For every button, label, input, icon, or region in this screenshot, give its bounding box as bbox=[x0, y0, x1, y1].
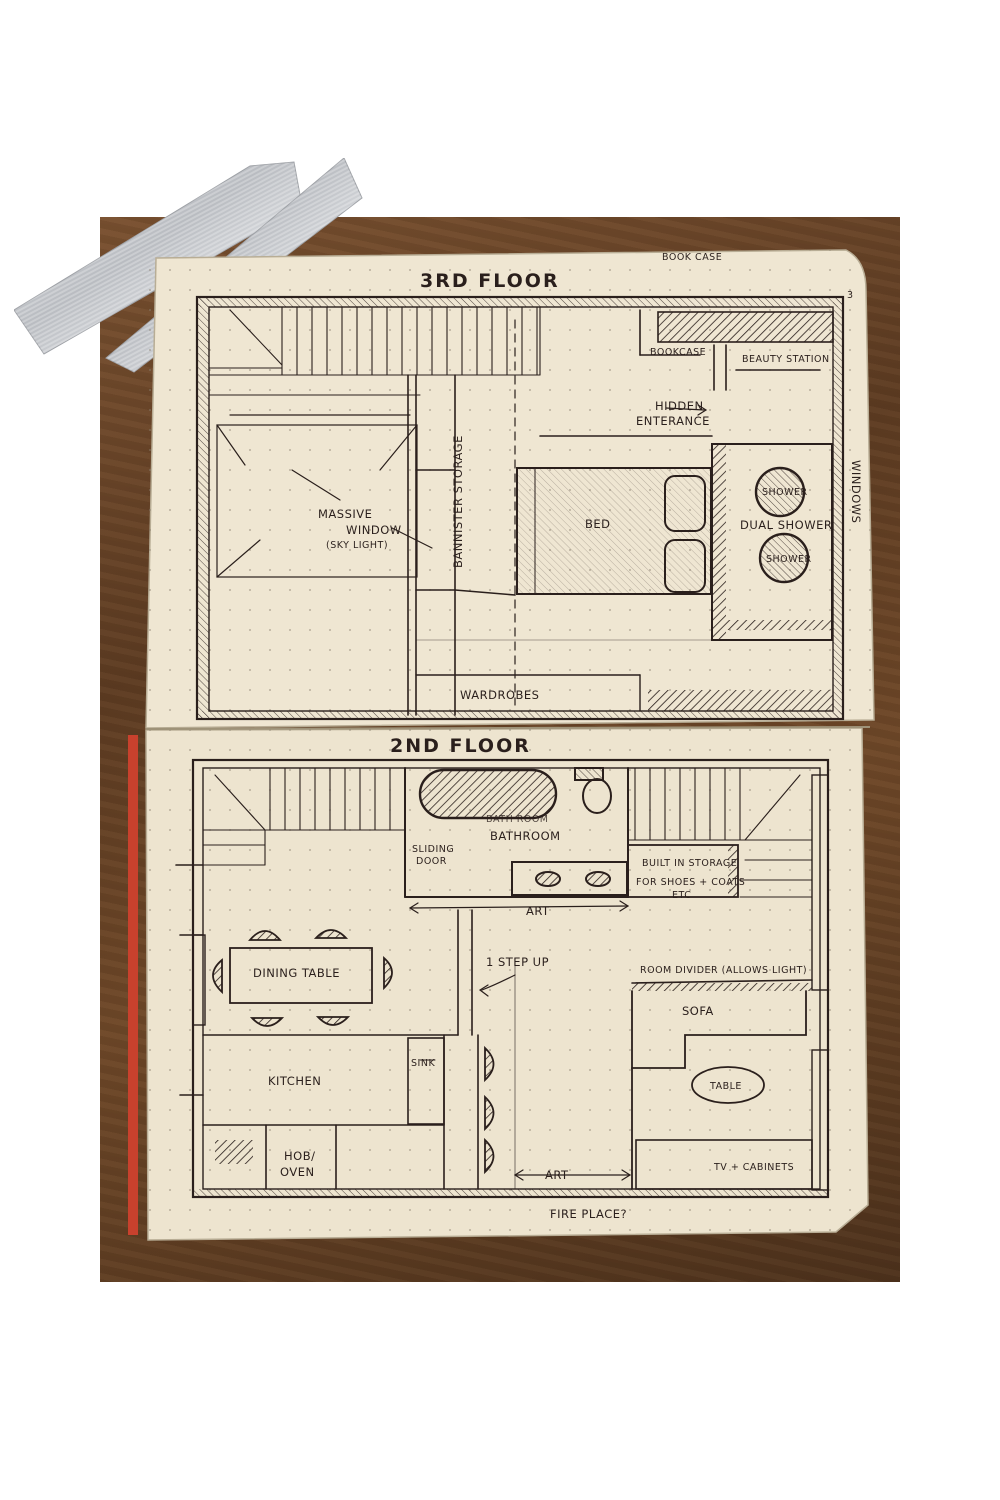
sliding-door-label-2: DOOR bbox=[416, 856, 447, 867]
sliding-door-label-1: SLIDING bbox=[412, 844, 454, 855]
wardrobes-label: WARDROBES bbox=[460, 688, 539, 702]
bathroom bbox=[404, 767, 629, 898]
massive-window-label: MASSIVE bbox=[318, 507, 372, 521]
room-divider-label: ROOM DIVIDER (ALLOWS LIGHT) bbox=[640, 965, 807, 976]
storage-label-3: ETC bbox=[672, 890, 691, 901]
third-floor-plan bbox=[195, 295, 845, 721]
bookcase-label: BOOKCASE bbox=[650, 347, 706, 358]
dining-table bbox=[212, 929, 393, 1027]
bannister-wall bbox=[407, 374, 516, 716]
one-step-up-label: 1 STEP UP bbox=[486, 955, 549, 969]
bed-label: BED bbox=[585, 517, 611, 531]
hob-label-1: HOB/ bbox=[284, 1149, 315, 1163]
beauty-station-label: BEAUTY STATION bbox=[742, 354, 830, 365]
table-label: TABLE bbox=[709, 1081, 742, 1092]
art-arrow-bottom bbox=[513, 1169, 632, 1181]
stools bbox=[484, 1045, 495, 1175]
skylight-label: (SKY LIGHT) bbox=[326, 540, 388, 551]
second-floor-title: 2ND FLOOR bbox=[390, 735, 531, 757]
skylight-window bbox=[216, 414, 433, 578]
bookcase-note: BOOK CASE bbox=[662, 252, 722, 263]
second-floor-labels: 2ND FLOOR BATH ROOM BATHROOM SLIDING DOO… bbox=[253, 735, 807, 1221]
bathroom-label: BATHROOM bbox=[490, 829, 561, 843]
bed bbox=[516, 467, 712, 595]
dining-table-label: DINING TABLE bbox=[253, 966, 340, 980]
third-floor-staircase bbox=[208, 306, 541, 396]
art-arrow-top bbox=[408, 900, 630, 914]
third-floor-labels: 3RD FLOOR BOOK CASE 3 BOOKCASE BEAUTY ST… bbox=[318, 252, 863, 702]
bookcase-area bbox=[539, 309, 834, 437]
shower-label-2: SHOWER bbox=[766, 554, 812, 565]
second-floor-staircase-left bbox=[202, 767, 406, 866]
notebook bbox=[128, 249, 875, 1241]
bannister-storage-label: BANNISTER STORAGE bbox=[451, 435, 465, 568]
kitchen-label: KITCHEN bbox=[268, 1074, 321, 1088]
central-wall bbox=[457, 909, 516, 1190]
fire-place-label: FIRE PLACE? bbox=[550, 1207, 627, 1221]
storage-label-2: FOR SHOES + COATS bbox=[636, 877, 745, 888]
sofa-label: SOFA bbox=[682, 1004, 714, 1018]
art-label-top: ART bbox=[526, 904, 550, 918]
tv-cabinets-label: TV + CABINETS bbox=[713, 1162, 794, 1173]
art-label-bottom: ART bbox=[545, 1168, 569, 1182]
shower-label-1: SHOWER bbox=[762, 487, 808, 498]
wardrobes bbox=[415, 639, 834, 712]
second-floor-plan bbox=[175, 758, 830, 1199]
dual-shower-label: DUAL SHOWER bbox=[740, 518, 832, 532]
window-label: WINDOW bbox=[346, 523, 402, 537]
bath-room-label: BATH ROOM bbox=[486, 814, 549, 825]
shower-room bbox=[711, 443, 833, 641]
room-divider bbox=[631, 979, 813, 1069]
sink-label: SINK bbox=[411, 1058, 435, 1069]
hidden-entrance-label-1: HIDDEN bbox=[655, 399, 704, 413]
kitchen bbox=[202, 1034, 459, 1190]
windows-label: WINDOWS bbox=[849, 460, 863, 523]
hob-label-2: OVEN bbox=[280, 1165, 315, 1179]
second-floor-staircase-right bbox=[627, 767, 813, 898]
storage-label-1: BUILT IN STORAGE bbox=[642, 858, 737, 869]
page-number: 3 bbox=[847, 290, 854, 301]
hidden-entrance-label-2: ENTERANCE bbox=[636, 414, 710, 428]
third-floor-title: 3RD FLOOR bbox=[420, 270, 560, 292]
living-room bbox=[631, 1066, 813, 1190]
